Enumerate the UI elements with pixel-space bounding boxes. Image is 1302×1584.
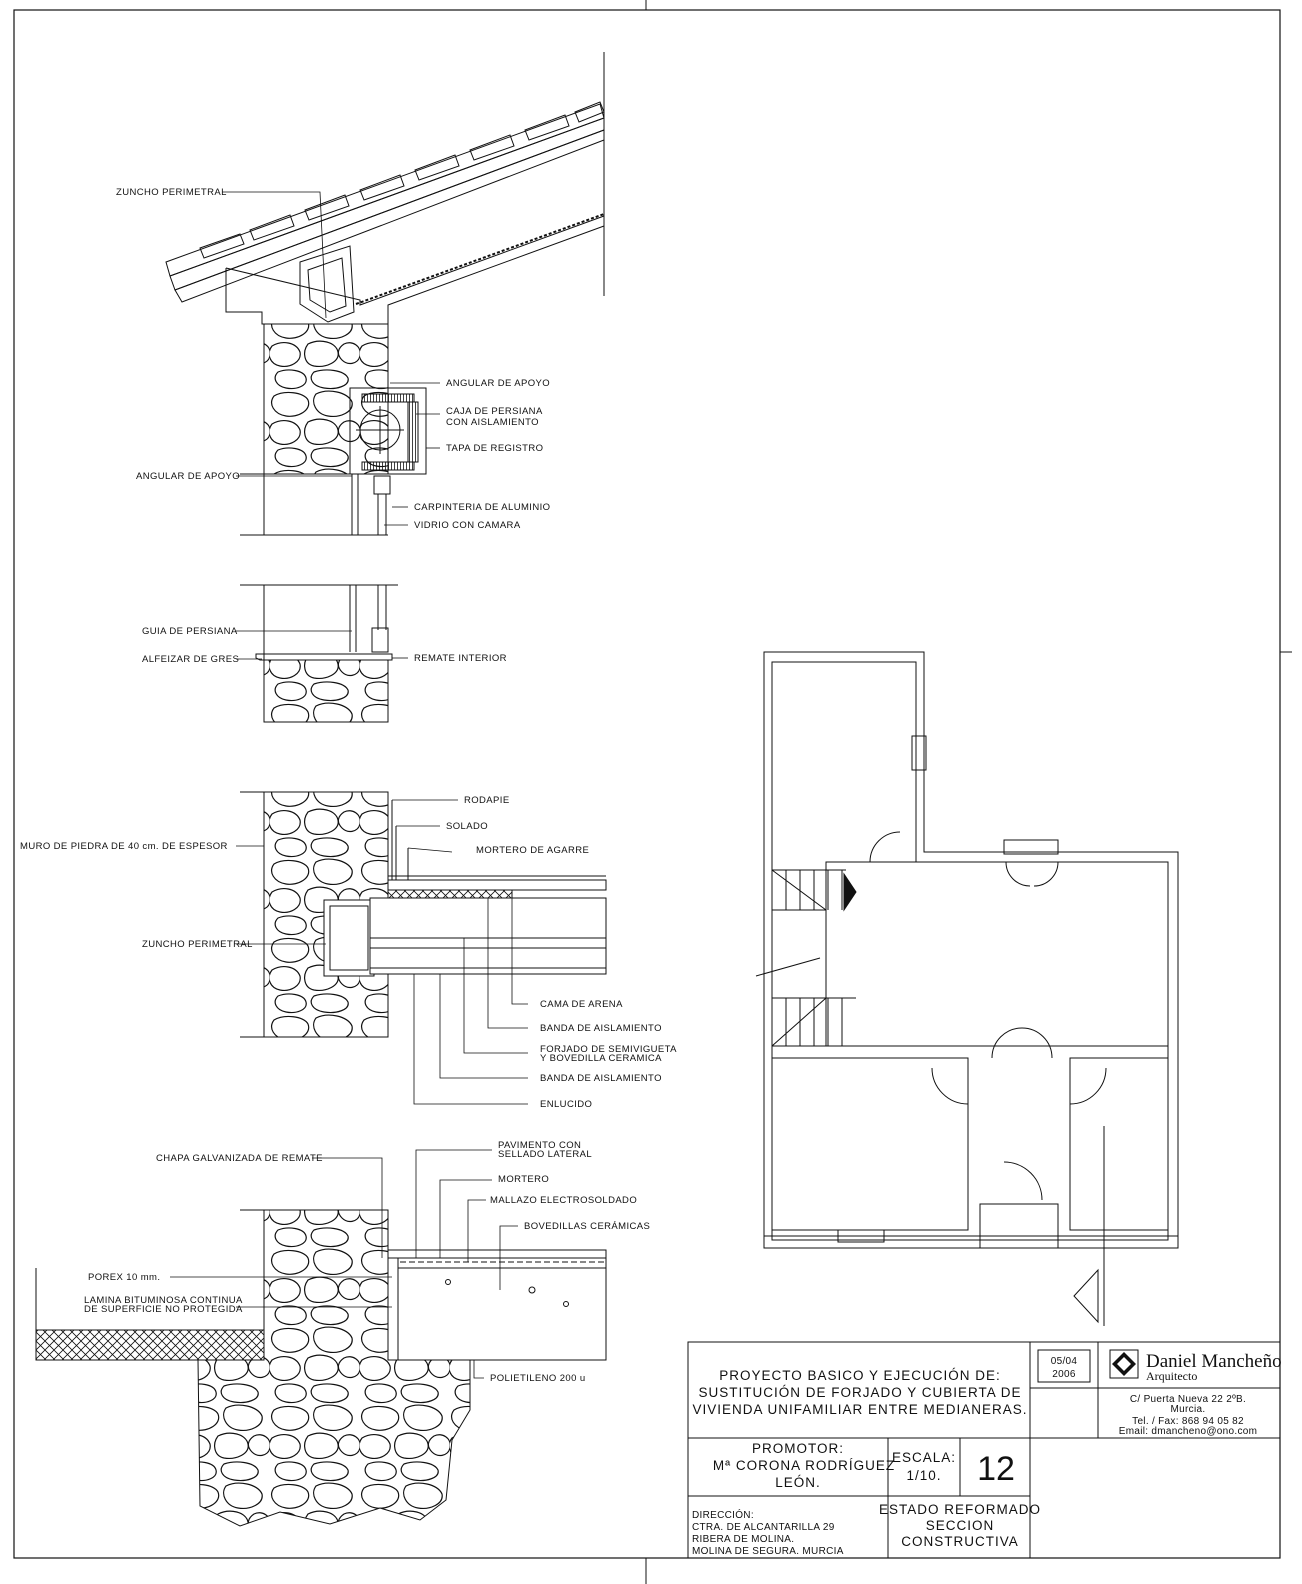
sheet-frame (13, 0, 1292, 1584)
architect-name: Daniel Mancheño (1146, 1351, 1282, 1372)
promotor-1: Mª CORONA RODRÍGUEZ (713, 1458, 895, 1473)
label-rodapie: RODAPIE (464, 795, 510, 806)
direccion-2: RIBERA DE MOLINA. (692, 1534, 794, 1545)
project-line-1: PROYECTO BASICO Y EJECUCIÓN DE: (719, 1368, 1001, 1383)
roof-eave-labels: ZUNCHO PERIMETRAL ANGULAR DE APOYO CAJA … (116, 187, 550, 531)
address-1: C/ Puerta Nueva 22 2ºB. (1130, 1394, 1246, 1405)
floor-plan (755, 651, 1179, 1326)
label-enlucido: ENLUCIDO (540, 1099, 592, 1110)
window-sill-labels: GUIA DE PERSIANA ALFEIZAR DE GRES REMATE… (142, 626, 507, 665)
label-mortero-agarre: MORTERO DE AGARRE (476, 845, 589, 856)
label-forjado-2: Y BOVEDILLA CERAMICA (540, 1053, 662, 1064)
label-banda-aislamiento-2: BANDA DE AISLAMIENTO (540, 1073, 662, 1084)
label-chapa: CHAPA GALVANIZADA DE REMATE (156, 1153, 323, 1164)
label-pavimento-1: PAVIMENTO CON (498, 1140, 581, 1151)
label-vidrio: VIDRIO CON CAMARA (414, 520, 521, 531)
label-carpinteria: CARPINTERIA DE ALUMINIO (414, 502, 550, 513)
label-pavimento-2: SELLADO LATERAL (498, 1149, 592, 1160)
label-caja-persiana-2: CON AISLAMIENTO (446, 417, 539, 428)
estado-1: ESTADO REFORMADO (879, 1502, 1041, 1517)
window-sill-leaders (236, 630, 408, 660)
label-zuncho-roof: ZUNCHO PERIMETRAL (116, 187, 227, 198)
promotor-2: LEÓN. (775, 1475, 821, 1490)
direccion-label: DIRECCIÓN: (692, 1508, 754, 1521)
promotor-label: PROMOTOR: (752, 1441, 844, 1456)
label-muro-piedra: MURO DE PIEDRA DE 40 cm. DE ESPESOR (20, 841, 228, 852)
direccion-1: CTRA. DE ALCANTARILLA 29 (692, 1522, 835, 1533)
sheet-number: 12 (977, 1450, 1015, 1488)
roof-eave-detail (165, 52, 605, 536)
estado-3: CONSTRUCTIVA (901, 1534, 1019, 1549)
label-caja-persiana-1: CAJA DE PERSIANA (446, 406, 543, 417)
escala-value: 1/10. (906, 1468, 941, 1483)
roof-eave-leaders (222, 191, 440, 526)
staircase (755, 869, 857, 1047)
estado-2: SECCION (926, 1518, 995, 1533)
floor-slab-leaders (236, 799, 528, 1105)
label-angular-apoyo-left: ANGULAR DE APOYO (136, 471, 240, 482)
email: Email: dmancheno@ono.com (1119, 1426, 1258, 1437)
label-mortero: MORTERO (498, 1174, 549, 1185)
label-bovedillas: BOVEDILLAS CERÁMICAS (524, 1221, 650, 1232)
label-polietileno: POLIETILENO 200 u (490, 1373, 586, 1384)
project-line-3: VIVIENDA UNIFAMILIAR ENTRE MEDIANERAS. (692, 1402, 1027, 1417)
ground-slab-leaders (170, 1149, 518, 1379)
label-mallazo: MALLAZO ELECTROSOLDADO (490, 1195, 637, 1206)
window-sill-detail (240, 584, 398, 723)
label-banda-aislamiento-1: BANDA DE AISLAMIENTO (540, 1023, 662, 1034)
title-block-text: PROYECTO BASICO Y EJECUCIÓN DE: SUSTITUC… (692, 1351, 1282, 1557)
label-lamina-2: DE SUPERFICIE NO PROTEGIDA (84, 1304, 243, 1315)
project-line-2: SUSTITUCIÓN DE FORJADO Y CUBIERTA DE (698, 1385, 1021, 1400)
label-angular-apoyo-right: ANGULAR DE APOYO (446, 378, 550, 389)
direccion-3: MOLINA DE SEGURA. MURCIA (692, 1546, 844, 1557)
ground-slab-detail (35, 1209, 607, 1527)
ground-slab-labels: CHAPA GALVANIZADA DE REMATE PAVIMENTO CO… (84, 1140, 650, 1384)
label-remate-interior: REMATE INTERIOR (414, 653, 507, 664)
roof-tiles (199, 101, 605, 259)
escala-label: ESCALA: (892, 1450, 956, 1465)
label-tapa-registro: TAPA DE REGISTRO (446, 443, 543, 454)
architect-title: Arquitecto (1146, 1369, 1197, 1383)
date-line-2: 2006 (1052, 1369, 1076, 1380)
label-guia-persiana: GUIA DE PERSIANA (142, 626, 238, 637)
address-2: Murcia. (1171, 1404, 1206, 1415)
date-line-1: 05/04 (1051, 1356, 1078, 1367)
title-block (687, 1341, 1281, 1559)
door-swings (869, 831, 1107, 1326)
label-cama-arena: CAMA DE ARENA (540, 999, 623, 1010)
label-forjado-1: FORJADO DE SEMIVIGUETA (540, 1044, 677, 1055)
label-solado: SOLADO (446, 821, 488, 832)
label-lamina-1: LAMINA BITUMINOSA CONTINUA (84, 1295, 243, 1306)
label-alfeizar: ALFEIZAR DE GRES (142, 654, 239, 665)
label-porex: POREX 10 mm. (88, 1272, 160, 1283)
label-zuncho-floor: ZUNCHO PERIMETRAL (142, 939, 253, 950)
floor-slab-labels: RODAPIE SOLADO MURO DE PIEDRA DE 40 cm. … (20, 795, 677, 1110)
phone: Tel. / Fax: 868 94 05 82 (1132, 1416, 1244, 1427)
